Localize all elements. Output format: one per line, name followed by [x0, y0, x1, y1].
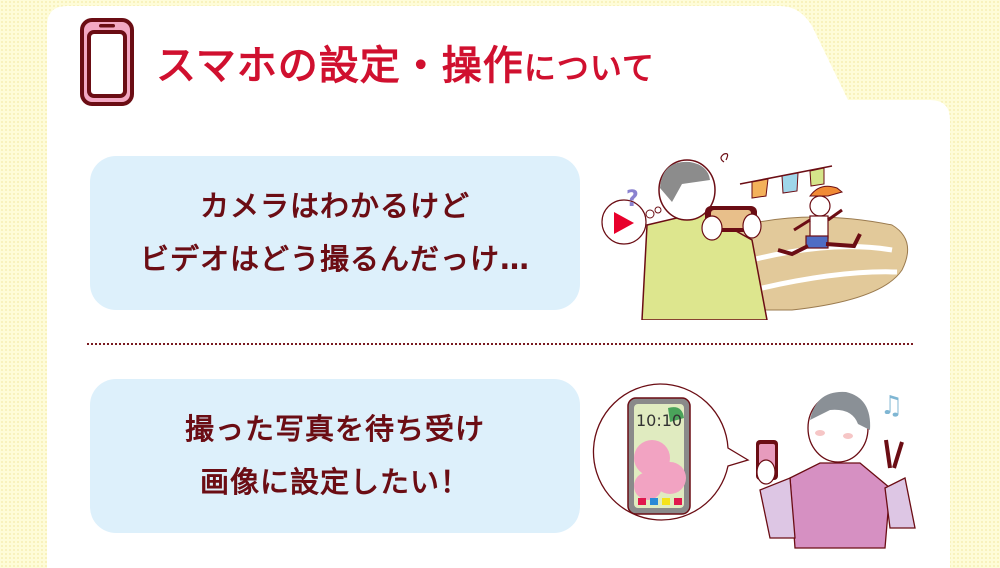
section-header: スマホの設定・操作について: [80, 18, 655, 106]
bubble-line: 画像に設定したい！: [199, 465, 470, 499]
flag: [781, 172, 799, 194]
thought-bubble: ?: [601, 187, 662, 245]
flag: [809, 167, 825, 187]
woman-showing-wallpaper-illustration: 10:10 ♫: [592, 383, 916, 549]
bubble-line: カメラはわかるけど: [199, 189, 470, 223]
smiling-woman: [756, 391, 916, 549]
bubble-line: ビデオはどう撮るんだっけ…: [139, 242, 530, 276]
page-title: スマホの設定・操作について: [156, 33, 655, 91]
music-note-icon: ♫: [880, 391, 903, 421]
man-filming-child-illustration: ?: [601, 153, 909, 320]
running-child: [777, 185, 862, 257]
title-main: スマホの設定・操作: [156, 43, 524, 89]
play-icon: [614, 212, 634, 234]
title-sub: について: [523, 49, 655, 87]
smartphone-icon: [80, 18, 134, 106]
question-bubble-wallpaper: 撮った写真を待ち受け 画像に設定したい！: [90, 379, 580, 533]
man-with-phone: [641, 153, 768, 320]
bubble-line: 撮った写真を待ち受け: [184, 412, 485, 446]
question-bubble-video: カメラはわかるけど ビデオはどう撮るんだっけ…: [90, 156, 580, 310]
dotted-divider: [87, 343, 913, 345]
flag: [751, 178, 769, 199]
question-mark: ?: [626, 187, 639, 212]
phone-clock: 10:10: [636, 411, 682, 430]
